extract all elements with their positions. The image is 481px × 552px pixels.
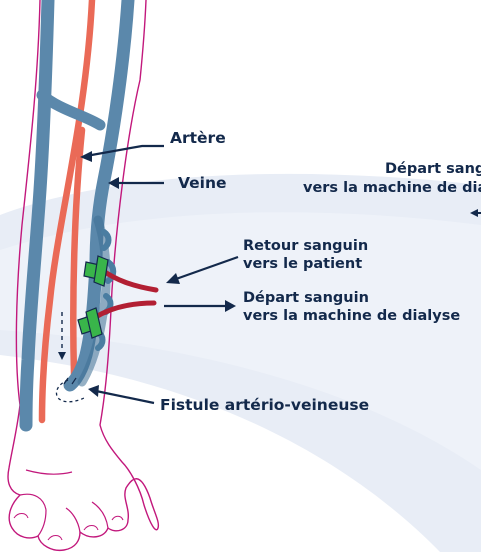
artery-label: Artère — [170, 129, 226, 147]
vein-label: Veine — [178, 174, 227, 192]
ghost-departure-label-line2: vers la machine de dialyse — [303, 180, 481, 196]
return-label-line1: Retour sanguin — [243, 238, 368, 254]
artery-pointer — [86, 146, 164, 156]
departure-label-line2: vers la machine de dialyse — [243, 308, 460, 324]
return-label-line2: vers le patient — [243, 256, 362, 272]
fistula-label: Fistule artério-veineuse — [160, 396, 369, 414]
departure-label-line1: Départ sanguin — [243, 290, 369, 306]
ghost-departure-label-line1: Départ sanguin — [385, 161, 481, 177]
fistula-arrowhead — [88, 385, 99, 397]
fingernails — [14, 514, 123, 541]
